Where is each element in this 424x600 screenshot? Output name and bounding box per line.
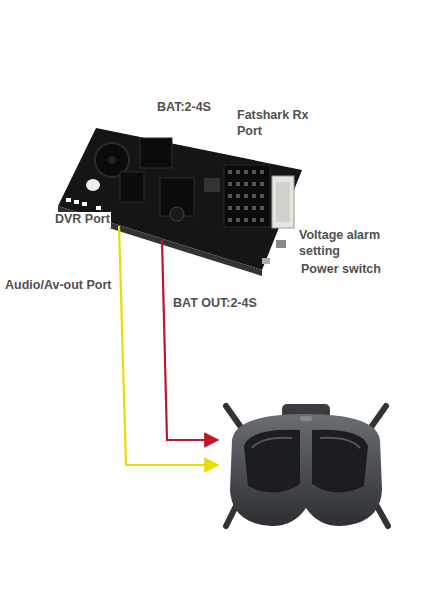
- power-wire: [162, 240, 218, 440]
- part-label: DVR Port: [54, 212, 111, 228]
- fpv-goggles: [226, 404, 388, 526]
- part-label: Voltage alarm setting: [298, 228, 420, 259]
- part-label: Audio/Av-out Port: [4, 278, 112, 294]
- pcb-board: [58, 128, 302, 276]
- part-label: Power switch: [300, 262, 382, 278]
- part-label: BAT OUT:2-4S: [172, 296, 258, 312]
- part-label: Fatshark Rx Port: [236, 108, 324, 139]
- part-label: BAT:2-4S: [156, 100, 212, 116]
- av-wire: [119, 226, 218, 465]
